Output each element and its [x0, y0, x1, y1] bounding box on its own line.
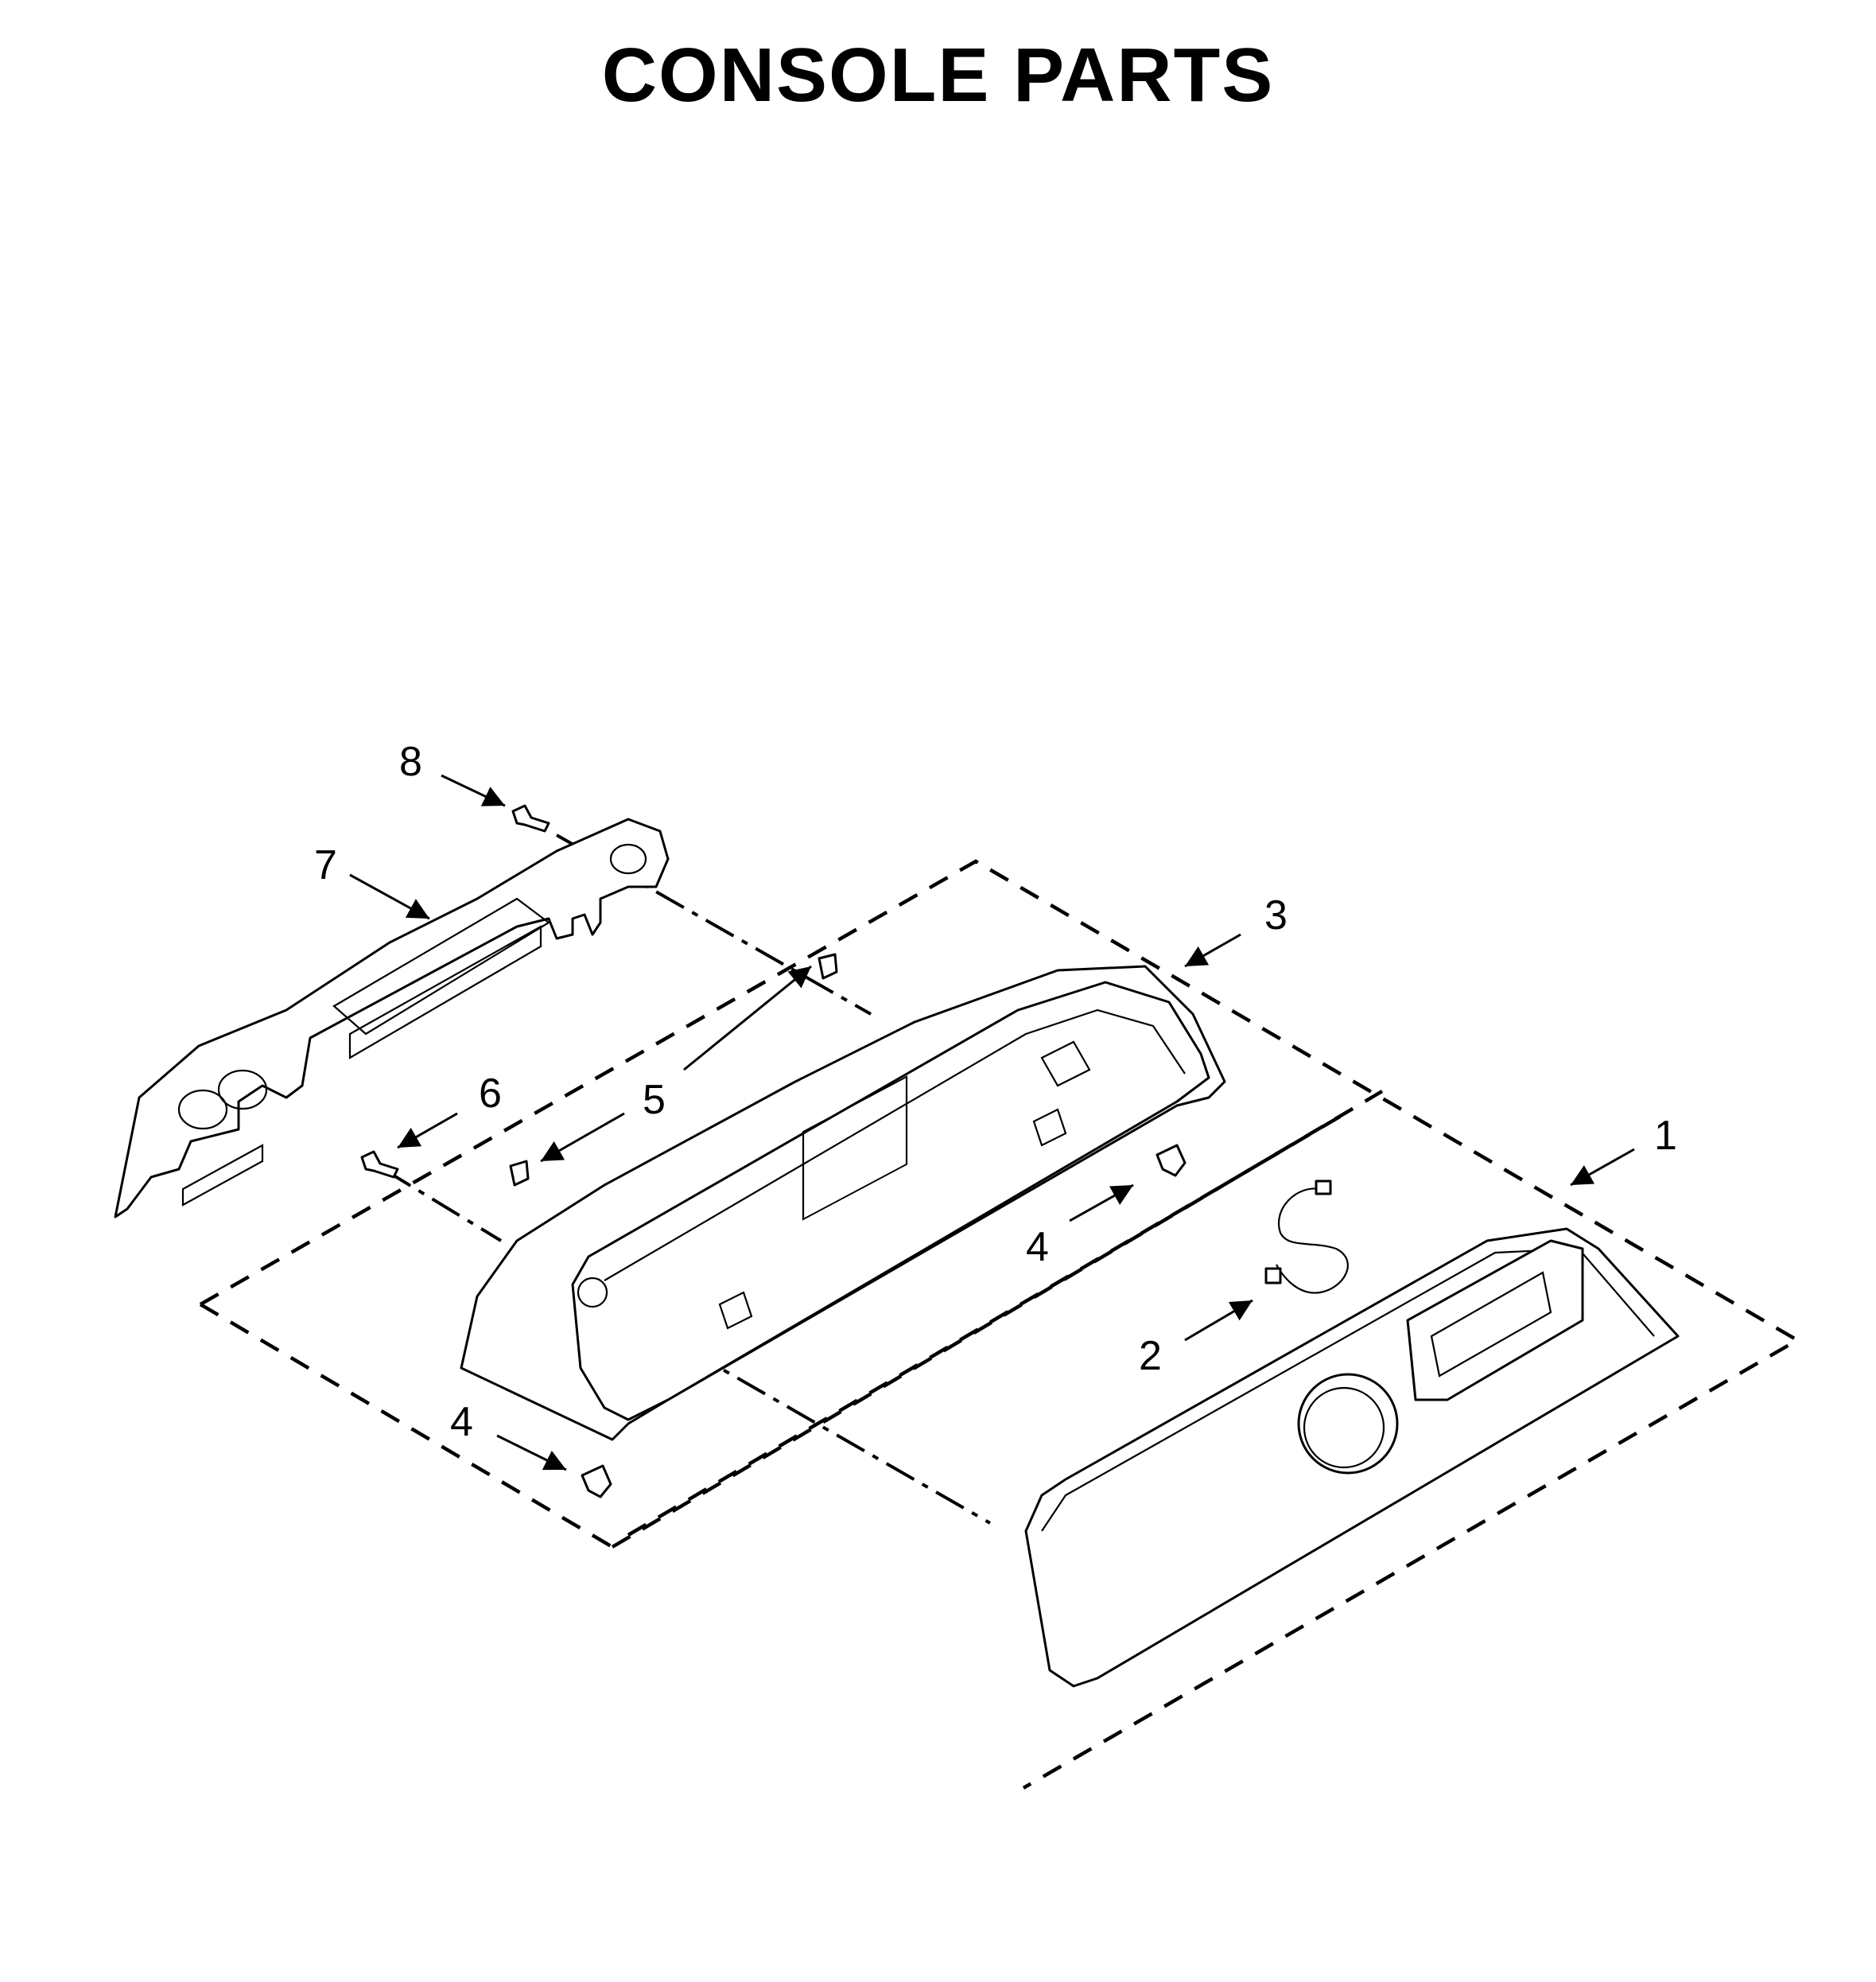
clip-small [509, 953, 838, 1187]
screw-8 [511, 804, 550, 833]
clip-upper [1156, 1144, 1187, 1177]
callout-6: 6 [479, 1071, 502, 1117]
callout-3: 3 [1264, 892, 1288, 939]
wire-harness [1264, 1179, 1349, 1294]
clip-lower [581, 1464, 612, 1498]
assembly-boundary-3 [199, 859, 1801, 1790]
console-control-panel [1024, 1227, 1680, 1688]
callout-4-lower: 4 [450, 1399, 473, 1445]
rear-console-cover [114, 818, 670, 1218]
callout-8: 8 [399, 739, 422, 785]
callout-5: 5 [643, 1077, 666, 1123]
callout-7: 7 [314, 842, 337, 888]
callout-1: 1 [1654, 1113, 1677, 1159]
assembly-boundary-1 [199, 1090, 1384, 1549]
callout-2: 2 [1139, 1333, 1162, 1379]
leader-lines [349, 774, 1635, 1471]
console-housing [460, 965, 1226, 1441]
callout-4-upper: 4 [1026, 1224, 1049, 1270]
screw-6 [360, 1150, 399, 1179]
page-title: CONSOLE PARTS [601, 33, 1275, 118]
